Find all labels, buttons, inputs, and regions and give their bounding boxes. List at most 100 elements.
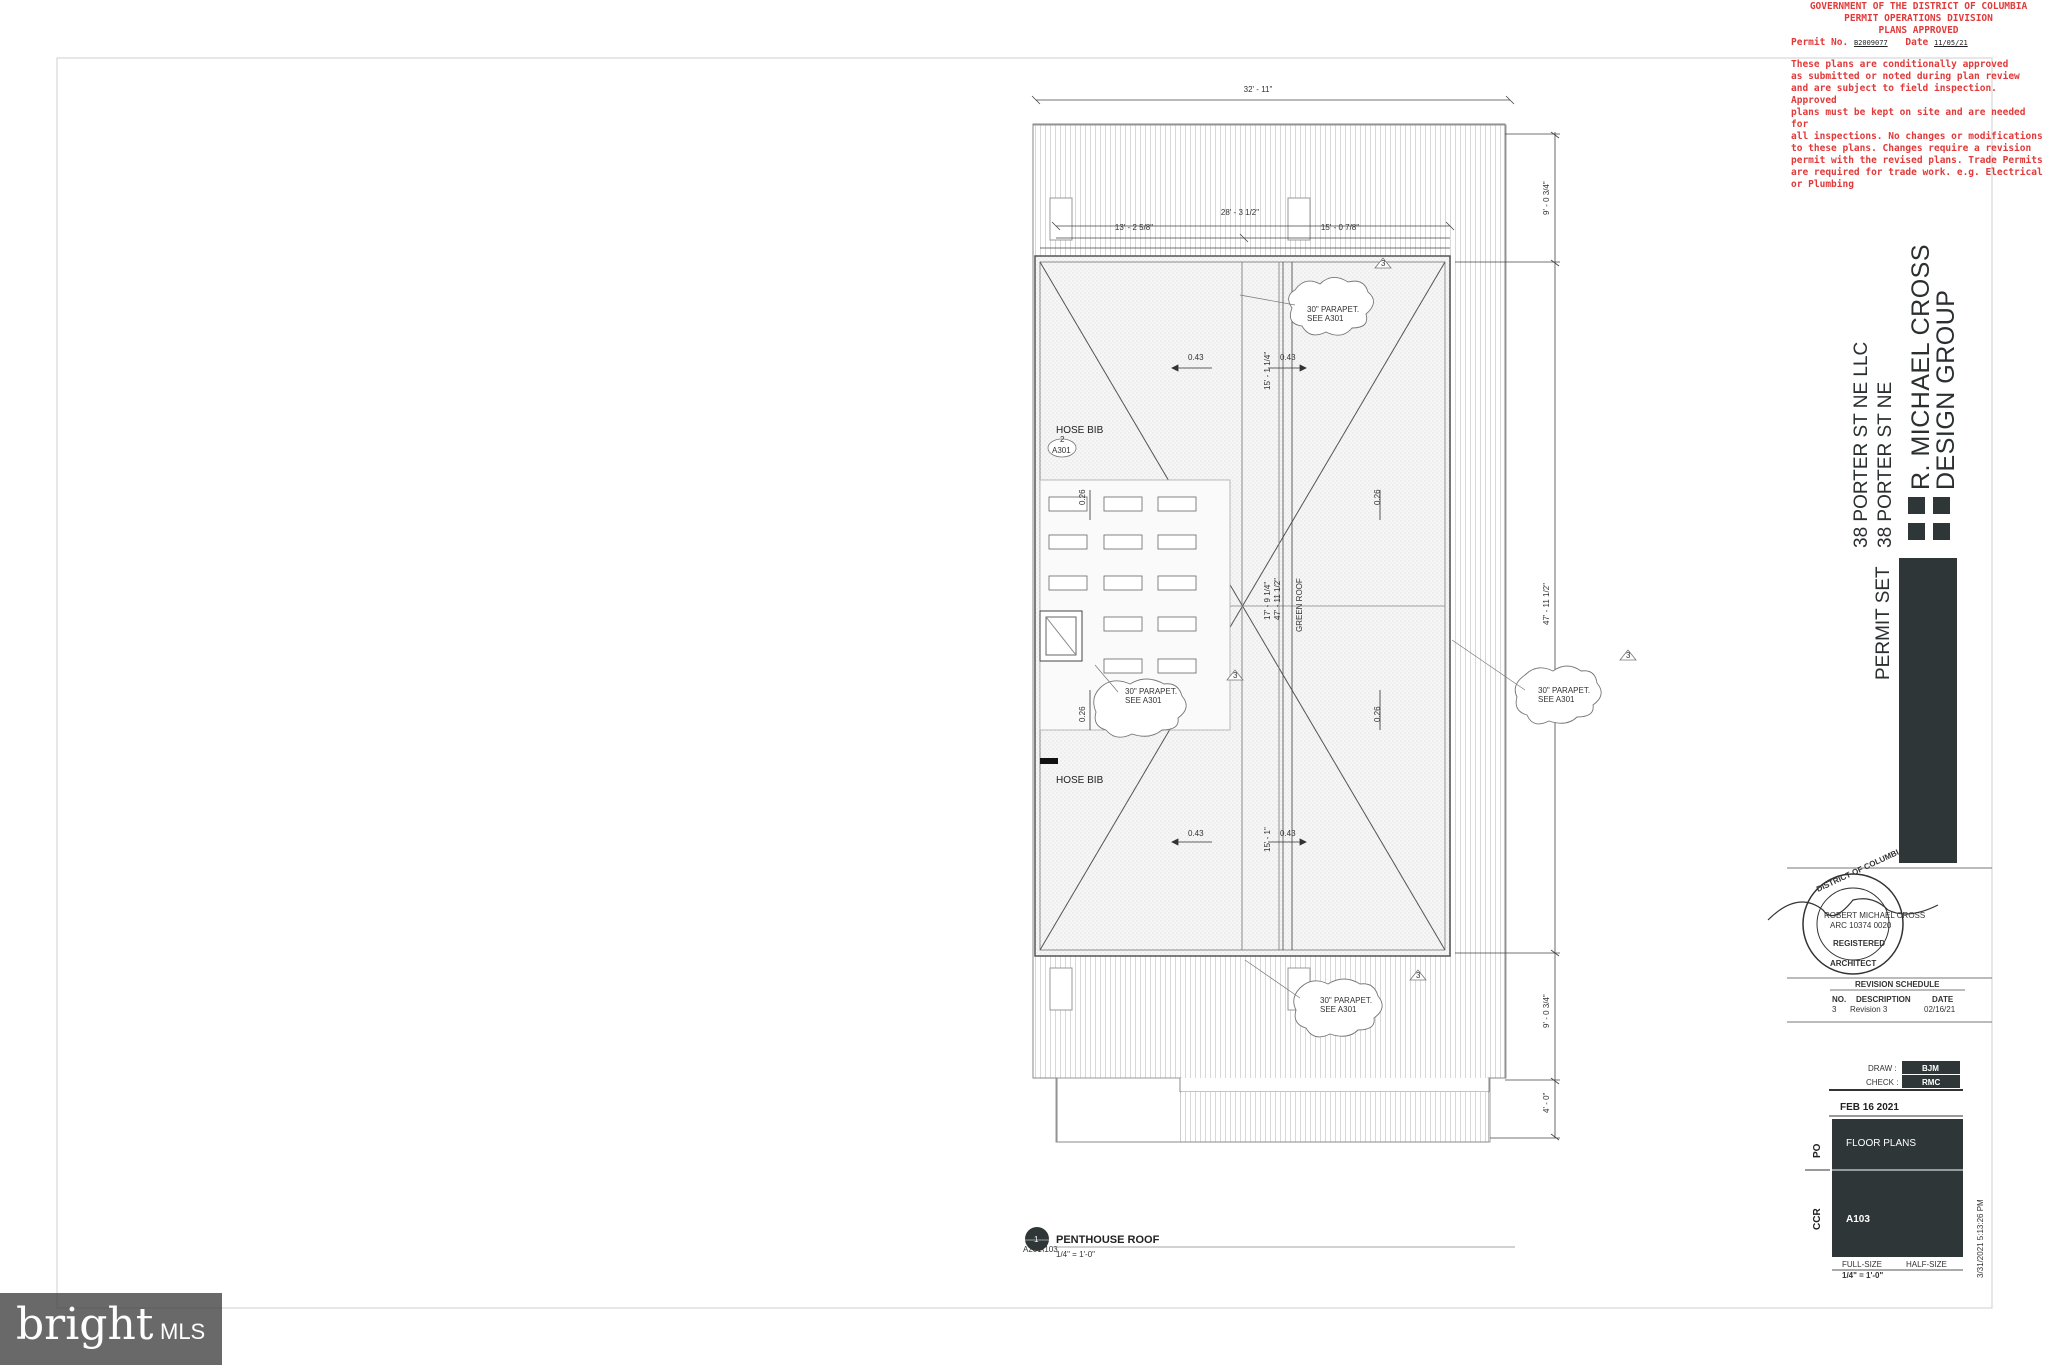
slope-value: 0.43: [1188, 353, 1204, 362]
detail-ref-number: 2: [1060, 435, 1065, 444]
rev-header: DESCRIPTION: [1856, 995, 1911, 1004]
permit-notice-line: These plans are conditionally approved: [1791, 59, 2009, 70]
rev-header: NO.: [1832, 995, 1846, 1004]
draw-label: DRAW :: [1868, 1064, 1897, 1073]
revision-cloud: 30" PARAPET. SEE A301: [1093, 678, 1187, 738]
permit-notice-line: permit with the revised plans. Trade Per…: [1791, 155, 2043, 166]
watermark-suffix: MLS: [160, 1319, 206, 1344]
permit-stamp: GOVERNMENT OF THE DISTRICT OF COLUMBIA P…: [1791, 1, 2046, 191]
logo-square: [1933, 523, 1950, 540]
firm-name: R. MICHAEL CROSS DESIGN GROUP: [1907, 210, 1960, 490]
sheet-scale: 1/4" = 1'-0": [1842, 1271, 1883, 1280]
rev-desc: Revision 3: [1850, 1005, 1888, 1014]
dimension-label: 15' - 0 7/8": [1321, 223, 1359, 232]
svg-text:SEE A301: SEE A301: [1320, 1005, 1357, 1014]
sheet-number: A103: [1846, 1214, 1870, 1225]
slope-value: 0.43: [1280, 829, 1296, 838]
roof-hatch-right-top: [1287, 197, 1311, 241]
ccr-label: CCR: [1812, 1208, 1823, 1230]
slope-value: 0.26: [1373, 706, 1382, 722]
hose-bib-label: HOSE BIB: [1056, 775, 1104, 786]
dimension-label: 28' - 3 1/2": [1221, 208, 1259, 217]
check-value-box: [1902, 1075, 1960, 1088]
detail-ref-cloud: [1047, 438, 1077, 458]
permit-stamp-line: PLANS APPROVED: [1878, 25, 1959, 36]
permit-number-label: Permit No.: [1791, 37, 1849, 48]
half-size-label: HALF-SIZE: [1906, 1260, 1947, 1269]
permit-notice-line: are required for trade work. e.g. Electr…: [1791, 167, 2043, 178]
seal-text: ARCHITECT: [1830, 959, 1876, 968]
revision-tag-number: 3: [1416, 971, 1421, 980]
revision-tag: [1226, 257, 1637, 981]
dimension-label: 32' - 11": [1244, 85, 1273, 94]
rev-header: DATE: [1932, 995, 1954, 1004]
draw-value: BJM: [1922, 1064, 1939, 1073]
slope-value: 0.26: [1373, 489, 1382, 505]
check-label: CHECK :: [1866, 1078, 1898, 1087]
drawing-ref: A103: [1039, 1245, 1058, 1254]
permit-notice-line: as submitted or noted during plan review: [1791, 71, 2020, 82]
logo-square: [1933, 497, 1950, 514]
seal-text: ARC 10374 0020: [1830, 921, 1892, 930]
drawing-ref: A201: [1023, 1245, 1042, 1254]
permit-notice-line: and are subject to field inspection. App…: [1791, 83, 1997, 106]
draw-value-box: [1902, 1061, 1960, 1074]
permit-notice-line: to these plans. Changes require a revisi…: [1791, 143, 2032, 154]
svg-text:30" PARAPET.: 30" PARAPET.: [1307, 305, 1359, 314]
permit-number: B2009077: [1853, 39, 1888, 47]
roof-hatch-left-top: [1049, 197, 1073, 241]
permit-date-label: Date: [1905, 37, 1929, 48]
dimension-label: 15' - 1 1/4": [1263, 352, 1272, 390]
revision-cloud: 30" PARAPET. SEE A301: [1288, 277, 1374, 336]
permit-stamp-line: PERMIT OPERATIONS DIVISION: [1844, 13, 1993, 24]
title-block-bar: [1899, 558, 1957, 863]
full-size-label: FULL-SIZE: [1842, 1260, 1882, 1269]
bright-mls-watermark: bright MLS: [0, 1293, 222, 1365]
svg-text:30" PARAPET.: 30" PARAPET.: [1320, 996, 1372, 1005]
sheet-title-box: [1832, 1119, 1963, 1257]
project-info: 38 PORTER ST NE LLC 38 PORTER ST NE: [1850, 308, 1898, 548]
hvac-units: [1048, 496, 1197, 674]
drawing-scale: 1/4" = 1'-0": [1056, 1250, 1095, 1259]
dimension-label: 47' - 11 1/2": [1273, 578, 1282, 620]
permit-number-row: Permit No. B2009077 Date 11/05/21: [1791, 37, 2046, 49]
slope-value: 0.26: [1078, 706, 1087, 722]
seal-text: REGISTERED: [1833, 939, 1885, 948]
svg-text:SEE A301: SEE A301: [1538, 695, 1575, 704]
deck-notch: [1180, 1078, 1489, 1092]
permit-notice-line: plans must be kept on site and are neede…: [1791, 107, 2026, 130]
permit-date: 11/05/21: [1934, 39, 1968, 47]
svg-text:SEE A301: SEE A301: [1125, 696, 1162, 705]
logo-square: [1908, 497, 1925, 514]
watermark-brand: bright: [16, 1299, 154, 1350]
svg-text:30" PARAPET.: 30" PARAPET.: [1538, 686, 1590, 695]
project-owner: 38 PORTER ST NE LLC: [1851, 341, 1872, 548]
dimension-label: 13' - 2 5/8": [1115, 223, 1153, 232]
firm-name-line2: DESIGN GROUP: [1932, 289, 1960, 490]
revision-cloud: 30" PARAPET. SEE A301: [1514, 665, 1602, 725]
revision-schedule-title: REVISION SCHEDULE: [1855, 980, 1940, 989]
revision-tag-number: 3: [1626, 651, 1631, 660]
dimension-label: 4' - 0": [1542, 1092, 1551, 1113]
slope-value: 0.43: [1188, 829, 1204, 838]
dimension-label: 9' - 0 3/4": [1542, 994, 1551, 1028]
sheet-title: FLOOR PLANS: [1846, 1138, 1916, 1149]
dimension-label: 47' - 11 1/2": [1542, 583, 1551, 625]
dimension-label: 9' - 0 3/4": [1542, 181, 1551, 215]
revision-tag-number: 3: [1381, 259, 1386, 268]
drawing-number: 1: [1034, 1235, 1039, 1244]
po-label: PO: [1812, 1143, 1823, 1158]
green-roof-label: GREEN ROOF: [1295, 578, 1304, 632]
rev-date: 02/16/21: [1924, 1005, 1956, 1014]
slope-arrows: [1089, 364, 1381, 846]
dimension-label: 15' - 1": [1263, 827, 1272, 852]
revision-cloud: 30" PARAPET. SEE A301: [1293, 978, 1383, 1038]
slope-value: 0.43: [1280, 353, 1296, 362]
dimension-lines: [1031, 95, 1560, 1141]
issue-date: FEB 16 2021: [1840, 1102, 1899, 1113]
seal-text: ROBERT MICHAEL CROSS: [1824, 911, 1925, 920]
slope-value: 0.26: [1078, 489, 1087, 505]
permit-notice-line: or Plumbing: [1791, 179, 1854, 190]
svg-text:SEE A301: SEE A301: [1307, 314, 1344, 323]
